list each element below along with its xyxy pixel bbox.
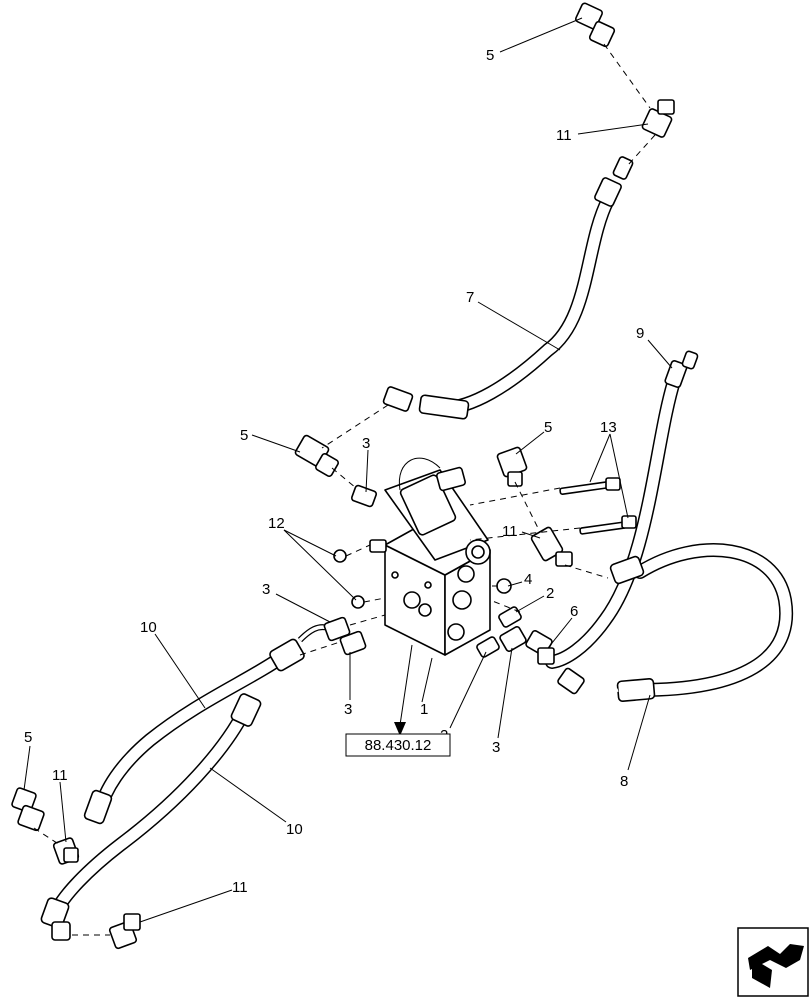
callout-7: 7: [466, 289, 474, 306]
callout-10-lower: 10: [286, 821, 303, 838]
hose-7: [382, 156, 634, 420]
hose-9: [545, 350, 699, 669]
bolts-13: [559, 477, 637, 535]
next-page-arrow-icon[interactable]: [737, 927, 809, 997]
callout-5-left: 5: [240, 427, 248, 444]
callout-5-mid: 5: [544, 419, 552, 436]
callout-11-mid: 11: [502, 523, 518, 540]
hose-8: [557, 543, 794, 702]
hose-10-upper: [83, 624, 329, 825]
callout-3-upper: 3: [362, 435, 370, 452]
fitting-11-top: [641, 99, 675, 138]
callout-11-bottom: 11: [232, 879, 248, 896]
assembly-lines: [33, 43, 656, 936]
callout-1: 1: [420, 701, 428, 718]
callout-10-upper: 10: [140, 619, 157, 636]
callout-5-top: 5: [486, 47, 494, 64]
reference-number: 88.430.12: [365, 737, 432, 754]
callout-3-bottom: 3: [492, 739, 500, 756]
callout-2-upper: 2: [546, 585, 554, 602]
reference-box[interactable]: 88.430.12: [345, 733, 451, 757]
callout-8: 8: [620, 773, 628, 790]
callout-3-lower: 3: [344, 701, 352, 718]
fitting-11-bottomleft: [52, 837, 80, 865]
callout-13: 13: [600, 419, 617, 436]
valve-block: [369, 457, 491, 656]
callout-6: 6: [570, 603, 578, 620]
fitting-5-mid: [496, 446, 528, 487]
callout-5-bottomleft: 5: [24, 729, 32, 746]
callout-9: 9: [636, 325, 644, 342]
callout-3-left: 3: [262, 581, 270, 598]
fittings-3: [323, 616, 527, 656]
fitting-11-mid: [530, 526, 573, 567]
callout-11-top: 11: [556, 127, 572, 144]
leader-lines: [23, 17, 673, 923]
hose-10-lower: [40, 693, 262, 941]
fitting-5-left: [294, 434, 339, 477]
callout-4: 4: [524, 571, 532, 588]
fitting-3-upper: [350, 484, 378, 508]
plugs-12: [333, 549, 365, 609]
fitting-6: [525, 630, 555, 665]
callout-12: 12: [268, 515, 285, 532]
callout-11-bottomleft: 11: [52, 767, 68, 784]
fitting-5-bottomleft: [11, 787, 45, 832]
fitting-11-bottom: [108, 913, 141, 950]
fitting-5-top: [574, 2, 616, 48]
